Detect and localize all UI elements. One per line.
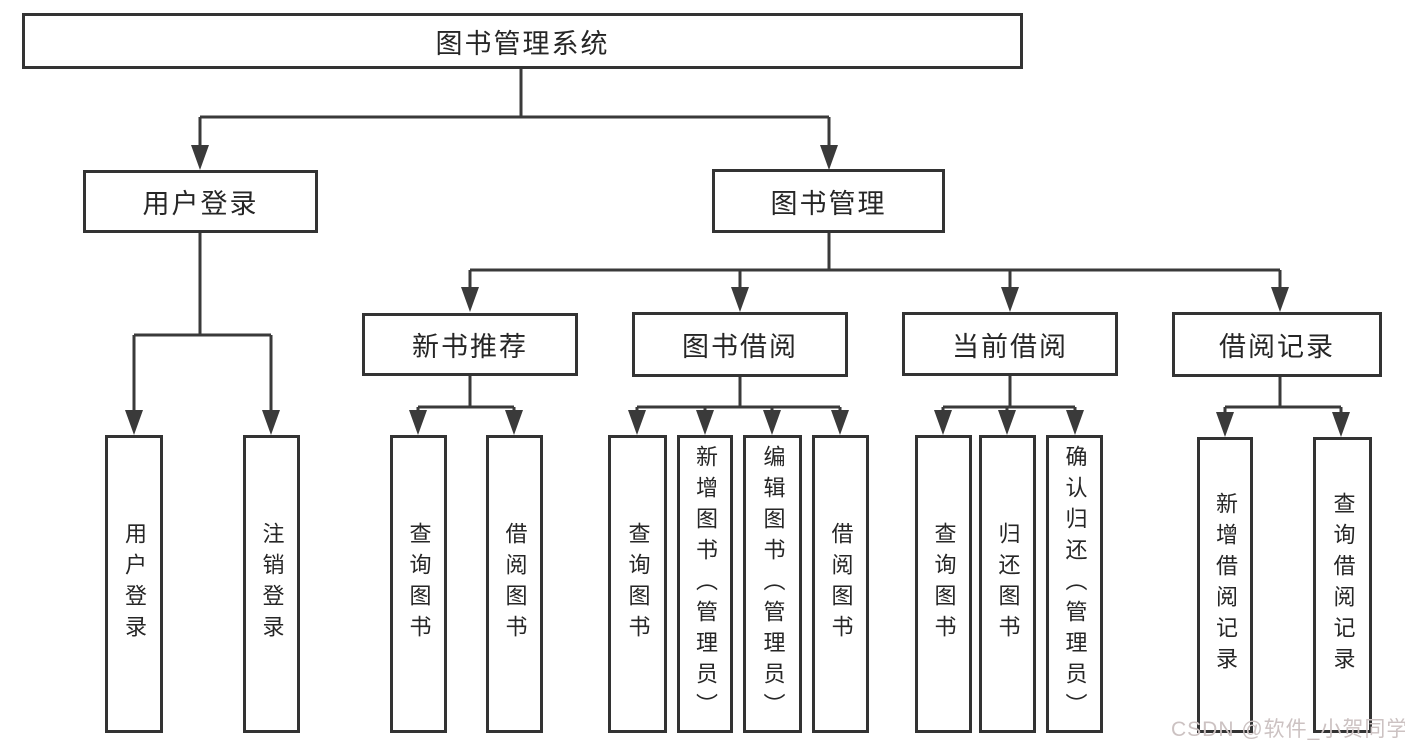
node-book-management: 图书管理 bbox=[712, 169, 945, 233]
node-current-borrow: 当前借阅 bbox=[902, 312, 1118, 376]
csdn-watermark: CSDN @软件_小贺同学 bbox=[1171, 718, 1405, 741]
node-root-system: 图书管理系统 bbox=[22, 13, 1023, 69]
leaf-user-login-label: 用户登录 bbox=[122, 522, 147, 646]
leaf-add-books-admin-label: 新增图书（管理员） bbox=[693, 444, 718, 724]
leaf-query-books-current: 查询图书 bbox=[915, 435, 972, 733]
leaf-query-books-borrow-label: 查询图书 bbox=[625, 522, 651, 646]
node-user-login: 用户登录 bbox=[83, 170, 318, 233]
leaf-query-books-recommend-label: 查询图书 bbox=[406, 522, 432, 646]
leaf-add-borrow-record: 新增借阅记录 bbox=[1197, 437, 1253, 733]
node-new-book-recommend: 新书推荐 bbox=[362, 313, 578, 376]
leaf-add-borrow-record-label: 新增借阅记录 bbox=[1213, 492, 1238, 678]
leaf-borrow-books-label: 借阅图书 bbox=[828, 522, 854, 646]
leaf-return-books-label: 归还图书 bbox=[995, 522, 1021, 646]
leaf-query-borrow-record: 查询借阅记录 bbox=[1313, 437, 1372, 733]
leaf-edit-books-admin: 编辑图书（管理员） bbox=[743, 435, 802, 733]
node-borrow-records: 借阅记录 bbox=[1172, 312, 1382, 377]
leaf-add-books-admin: 新增图书（管理员） bbox=[677, 435, 733, 733]
leaf-logout: 注销登录 bbox=[243, 435, 300, 733]
node-book-borrow: 图书借阅 bbox=[632, 312, 848, 377]
leaf-query-borrow-record-label: 查询借阅记录 bbox=[1330, 492, 1356, 678]
leaf-borrow-books-recommend-label: 借阅图书 bbox=[502, 522, 528, 646]
leaf-confirm-return-admin-label: 确认归还（管理员） bbox=[1062, 444, 1088, 724]
leaf-user-login: 用户登录 bbox=[105, 435, 163, 733]
leaf-return-books: 归还图书 bbox=[979, 435, 1036, 733]
leaf-query-books-borrow: 查询图书 bbox=[608, 435, 667, 733]
leaf-confirm-return-admin: 确认归还（管理员） bbox=[1046, 435, 1103, 733]
leaf-logout-label: 注销登录 bbox=[259, 522, 285, 646]
leaf-edit-books-admin-label: 编辑图书（管理员） bbox=[760, 444, 786, 724]
leaf-borrow-books-recommend: 借阅图书 bbox=[486, 435, 543, 733]
leaf-query-books-recommend: 查询图书 bbox=[390, 435, 447, 733]
leaf-query-books-current-label: 查询图书 bbox=[931, 522, 957, 646]
leaf-borrow-books: 借阅图书 bbox=[812, 435, 869, 733]
